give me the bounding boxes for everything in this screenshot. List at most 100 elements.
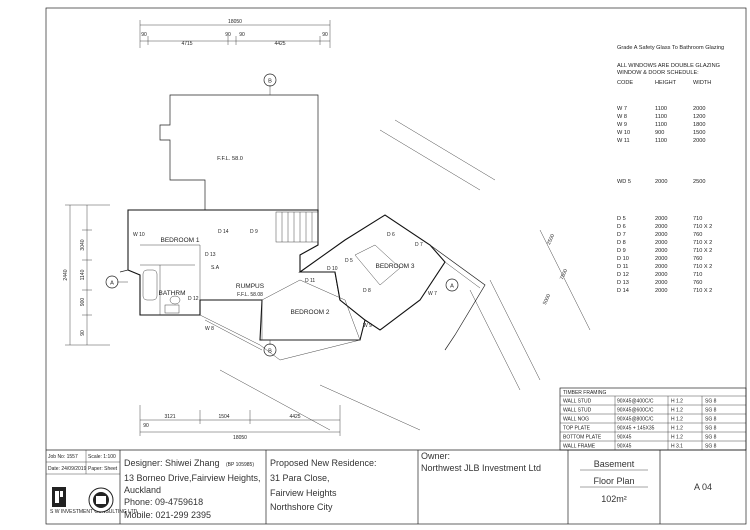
schedule-code-cell: D 6 [617, 224, 626, 230]
vanity [164, 304, 180, 314]
job-number: Job No: 1557 [48, 454, 78, 460]
dim-top-overall: 18050 [228, 19, 242, 25]
dim-top-4425: 4425 [274, 41, 285, 47]
tag-d8: D 8 [363, 288, 371, 294]
designer-lbp: (BP 105985) [226, 462, 254, 468]
dim-bottom-90: 90 [143, 423, 149, 429]
dim-bottom-3121: 3121 [164, 414, 175, 420]
designer-address-1: 13 Borneo Drive,Fairview Heights, [124, 473, 261, 483]
schedule-width-cell: 710 [693, 216, 702, 222]
timber-size-cell: 90X45 [617, 435, 632, 441]
section-marker-left [105, 275, 119, 289]
schedule-code-cell: WD 5 [617, 179, 631, 185]
association-badge [88, 487, 114, 513]
room-bedroom-1: BEDROOM 1 [160, 237, 199, 244]
opening-tags: W 10 D 14 D 9 D 13 D 12 D 11 D 10 D 6 D … [133, 229, 437, 332]
tag-d7: D 7 [415, 242, 423, 248]
schedule-code-cell: D 5 [617, 216, 626, 222]
schedule-height-cell: 2000 [655, 272, 667, 278]
room-bathroom: BATHRM [159, 290, 186, 297]
schedule-width-cell: 1200 [693, 114, 705, 120]
bottom-dimensions: 3121 1504 4425 18050 90 [139, 405, 341, 441]
tag-w8: W 8 [205, 326, 214, 332]
room-bedroom-2: BEDROOM 2 [290, 309, 329, 316]
dim-left-3040: 3040 [80, 239, 86, 250]
dim-bottom-4425: 4425 [289, 414, 300, 420]
schedule-width-cell: 710 X 2 [693, 248, 712, 254]
schedule-height-cell: 2000 [655, 256, 667, 262]
schedule-header-code: CODE [617, 80, 633, 86]
schedule-height-cell: 2000 [655, 248, 667, 254]
dim-bottom-1504: 1504 [218, 414, 229, 420]
schedule-height-cell: 2000 [655, 280, 667, 286]
schedule-code-cell: D 9 [617, 248, 626, 254]
schedule-code-cell: D 11 [617, 264, 628, 270]
schedule-header-height: HEIGHT [655, 80, 677, 86]
dim-right-7500: 7500 [559, 268, 569, 281]
drawing-date: Date: 24/09/2019 [48, 466, 87, 472]
dim-right-2500: 2500 [546, 233, 556, 246]
tag-d10: D 10 [327, 266, 338, 272]
project-address-1: 31 Para Close, [270, 473, 330, 483]
tag-d9: D 9 [250, 229, 258, 235]
timber-h-cell: H 1.2 [671, 417, 683, 423]
section-marker-bottom [263, 343, 277, 357]
dim-right-5000: 5000 [542, 293, 552, 306]
top-dimensions: 18050 90 4715 90 90 4425 90 [139, 19, 331, 48]
schedule-width-cell: 2500 [693, 179, 705, 185]
schedule-width-cell: 760 [693, 256, 702, 262]
schedule-width-cell: 710 X 2 [693, 264, 712, 270]
schedule-height-cell: 2000 [655, 240, 667, 246]
designer-address-2: Auckland [124, 485, 161, 495]
section-marker-top [263, 73, 277, 87]
timber-item-cell: WALL STUD [563, 399, 592, 405]
timber-size-cell: 90X45 [617, 444, 632, 450]
schedule-code-cell: W 8 [617, 114, 627, 120]
title-block: Job No: 1557 Scale: 1:100 Date: 24/09/20… [46, 449, 746, 524]
schedule-code-cell: W 10 [617, 130, 630, 136]
schedule-height-cell: 1100 [655, 122, 667, 128]
timber-item-cell: BOTTOM PLATE [563, 435, 602, 441]
note-schedule: WINDOW & DOOR SCHEDULE: [617, 70, 699, 76]
room-rumpus: RUMPUS [236, 283, 265, 290]
timber-sg-cell: SG 8 [705, 399, 717, 405]
building-walls [119, 209, 486, 361]
schedule-height-cell: 2000 [655, 264, 667, 270]
room-rumpus-level: F.F.L. 58.08 [237, 292, 263, 298]
project-label: Proposed New Residence: [270, 458, 377, 468]
dim-bottom-overall: 18050 [233, 435, 247, 441]
schedule-height-cell: 2000 [655, 224, 667, 230]
schedule-width-cell: 1800 [693, 122, 705, 128]
schedule-width-cell: 2000 [693, 106, 705, 112]
dim-left-90: 90 [80, 330, 86, 336]
svg-text:B: B [268, 79, 272, 85]
schedule-code-cell: W 11 [617, 138, 630, 144]
schedule-code-cell: W 9 [617, 122, 627, 128]
toilet [169, 295, 181, 305]
paper-size: Paper: Sheet [88, 466, 118, 472]
tag-d12: D 12 [188, 296, 199, 302]
smoke-alarm-label: S.A [211, 265, 220, 271]
schedule-height-cell: 2000 [655, 232, 667, 238]
timber-sg-cell: SG 8 [705, 417, 717, 423]
timber-h-cell: H 1.2 [671, 435, 683, 441]
schedule-height-cell: 1100 [655, 114, 667, 120]
timber-h-cell: H 1.2 [671, 426, 683, 432]
room-bedroom-3: BEDROOM 3 [375, 263, 414, 270]
schedule-height-cell: 1100 [655, 106, 667, 112]
sheet-title-line-2: Floor Plan [593, 476, 634, 486]
schedule-width-cell: 760 [693, 280, 702, 286]
timber-item-cell: WALL NOG [563, 417, 589, 423]
designer-name: Designer: Shiwei Zhang [124, 458, 220, 468]
designer-mobile: Mobile: 021-299 2395 [124, 510, 211, 520]
tag-d5: D 5 [345, 258, 353, 264]
tag-w10: W 10 [133, 232, 145, 238]
timber-item-cell: WALL FRAME [563, 444, 596, 450]
schedule-height-cell: 2000 [655, 288, 667, 294]
schedule-width-cell: 710 X 2 [693, 224, 712, 230]
schedule-code-cell: W 7 [617, 106, 627, 112]
window-door-schedule: Grade A Safety Glass To Bathroom Glazing… [617, 45, 724, 294]
designer-phone: Phone: 09-4759618 [124, 497, 203, 507]
schedule-height-cell: 2000 [655, 216, 667, 222]
